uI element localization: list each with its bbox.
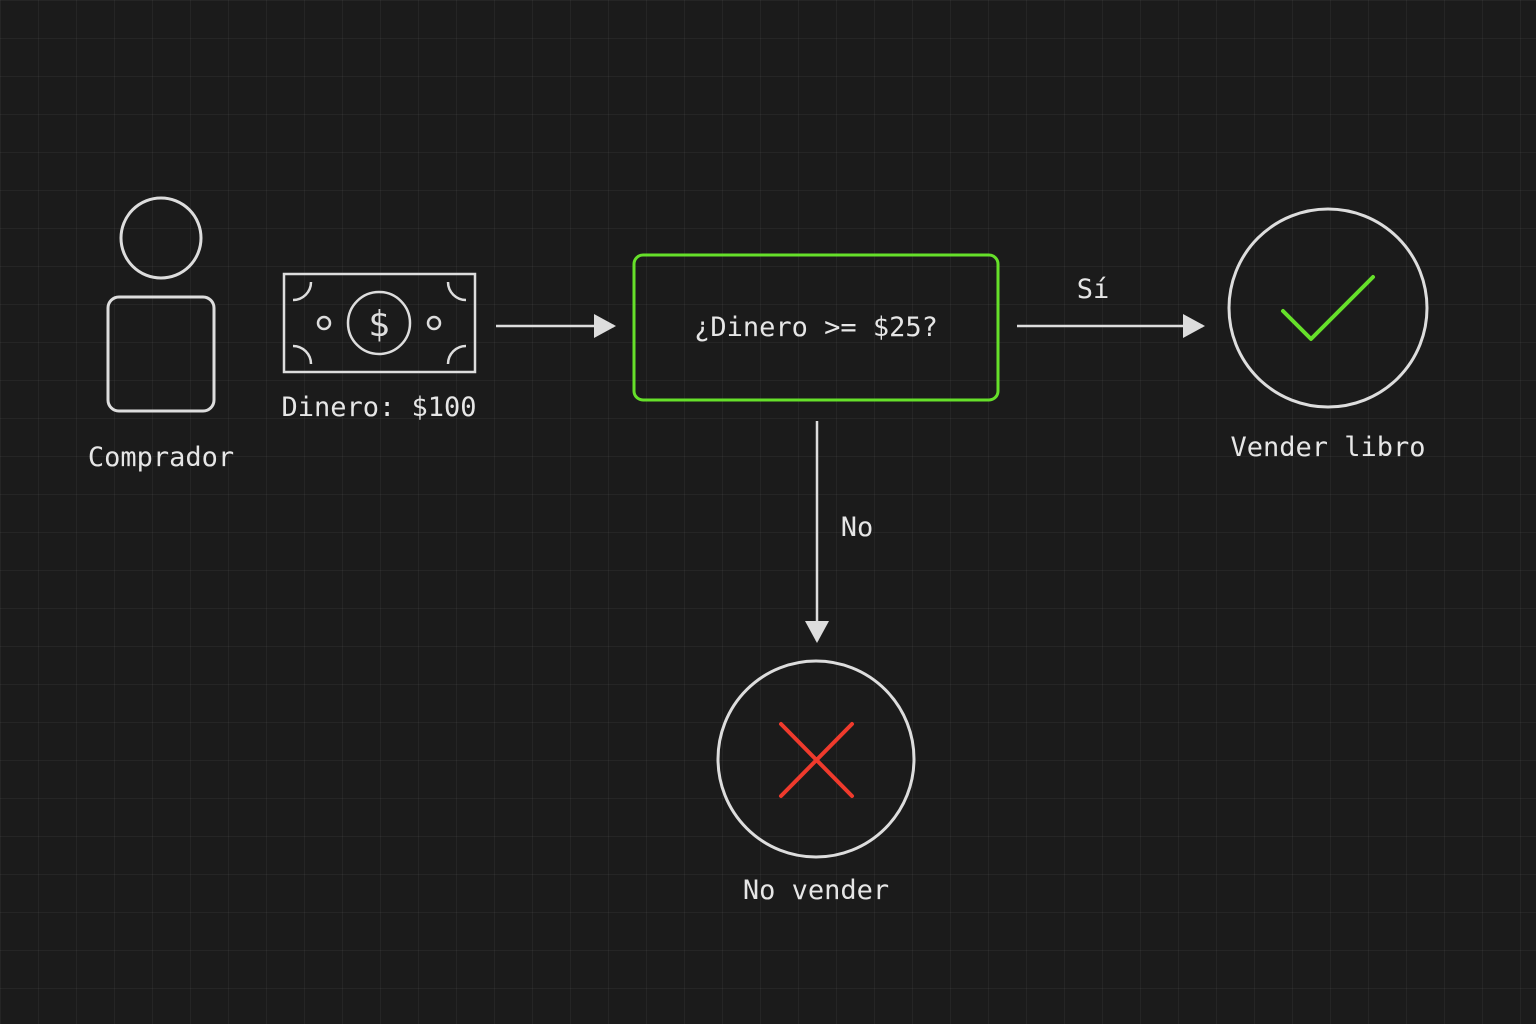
no-label: No [840, 512, 874, 543]
yes-label: Sí [1076, 274, 1110, 305]
banknote-icon [282, 272, 477, 374]
dollar-symbol: $ [368, 304, 390, 345]
sell-circle [1227, 207, 1429, 409]
person-icon [106, 196, 216, 413]
decision-label: ¿Dinero >= $25? [694, 312, 938, 343]
decision-box [632, 253, 1000, 402]
sell-label: Vender libro [1230, 432, 1426, 463]
no-sell-label: No vender [742, 875, 890, 906]
cross-icon [779, 722, 854, 798]
buyer-label: Comprador [87, 442, 235, 473]
checkmark-icon [1281, 275, 1375, 341]
no-sell-circle [716, 659, 916, 859]
money-label: Dinero: $100 [281, 392, 477, 423]
